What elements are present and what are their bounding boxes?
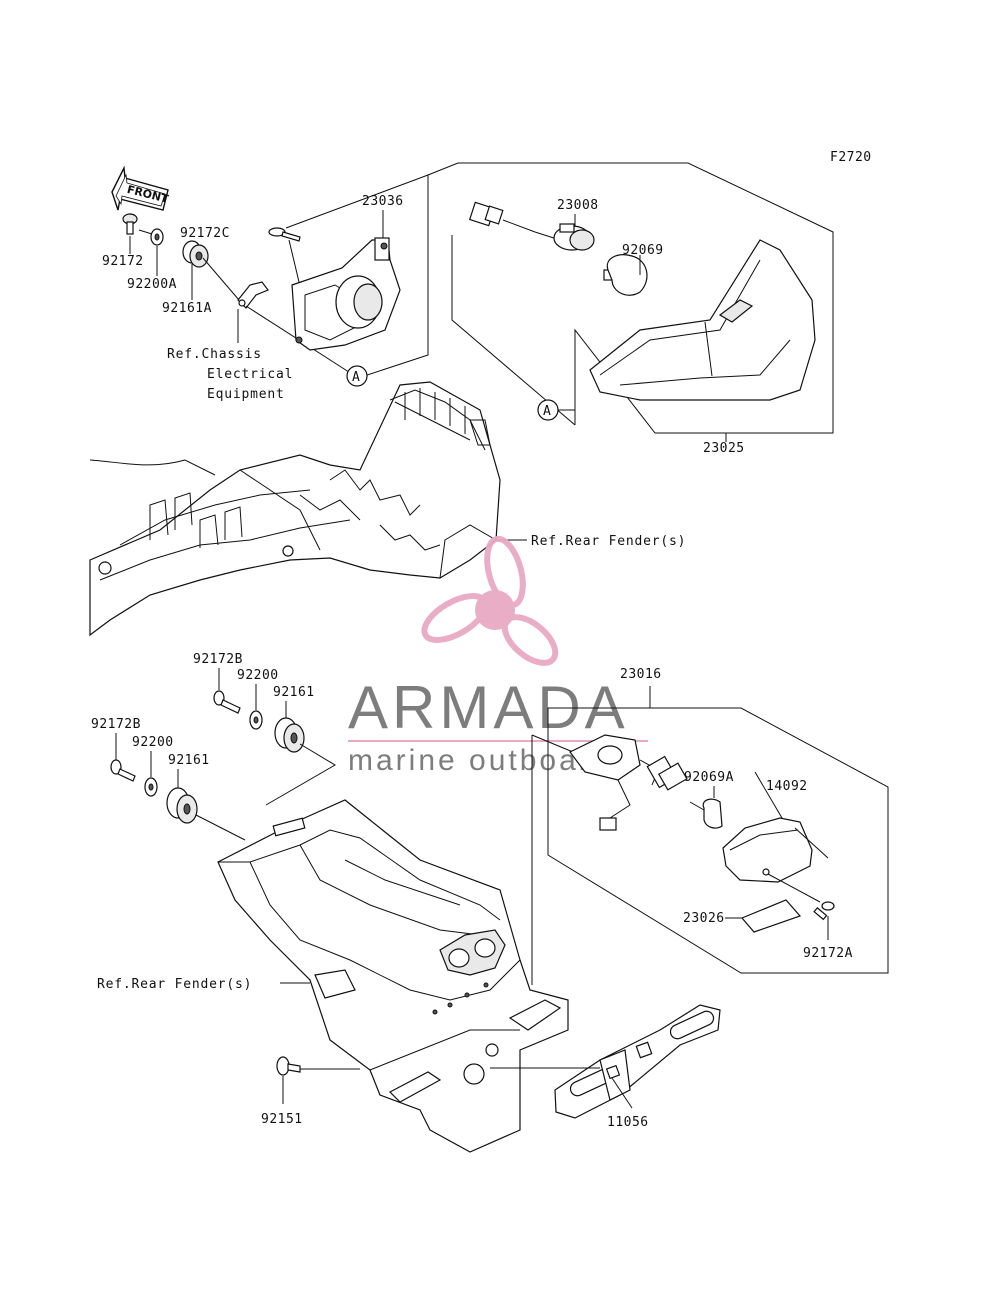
part-92151: 92151	[261, 1112, 303, 1127]
grommet-92161-upper	[274, 717, 305, 753]
part-92069: 92069	[622, 243, 664, 258]
part-23026: 23026	[683, 911, 725, 926]
callout-a-right: A	[537, 399, 559, 421]
part-92172: 92172	[102, 254, 144, 269]
armada-logo-icon	[421, 535, 559, 666]
screw-92172	[122, 213, 138, 235]
svg-text:A: A	[543, 404, 551, 419]
part-23016: 23016	[620, 667, 662, 682]
ref-chassis-line1: Ref.Chassis	[167, 347, 262, 362]
bulb-92069	[603, 254, 648, 296]
ref-chassis-line3: Equipment	[207, 387, 285, 402]
part-92200-upper: 92200	[237, 668, 279, 683]
washer-92200-lower	[144, 777, 158, 797]
bulb-92069A	[689, 798, 723, 829]
part-92172C: 92172C	[180, 226, 230, 241]
rear-fender-frame	[89, 381, 501, 637]
taillight-lens-23025	[589, 239, 816, 401]
ref-rear-fender-bottom: Ref.Rear Fender(s)	[97, 977, 252, 992]
part-23036: 23036	[362, 194, 404, 209]
part-92200-lower: 92200	[132, 735, 174, 750]
part-92172A: 92172A	[803, 946, 853, 961]
license-bracket-11056	[554, 1004, 721, 1119]
part-92172B-lower: 92172B	[91, 717, 141, 732]
grommet-92161A	[182, 240, 209, 268]
part-14092: 14092	[766, 779, 808, 794]
part-92161-upper: 92161	[273, 685, 315, 700]
bracket-clip	[237, 281, 269, 309]
part-92161-lower: 92161	[168, 753, 210, 768]
svg-text:A: A	[352, 370, 360, 385]
washer-92200A	[150, 228, 164, 246]
part-23025: 23025	[703, 441, 745, 456]
bracket-23036	[291, 237, 401, 351]
ref-rear-fender-top: Ref.Rear Fender(s)	[531, 534, 686, 549]
part-23008: 23008	[557, 198, 599, 213]
grommet-92161-lower	[166, 787, 198, 824]
license-light-housing	[569, 734, 688, 831]
washer-92200-upper	[249, 710, 263, 730]
screw-92172A	[813, 901, 835, 921]
front-arrow-icon: FRONT	[111, 165, 170, 211]
part-92200A: 92200A	[127, 277, 177, 292]
callout-a-top: A	[346, 365, 368, 387]
part-92172B-upper: 92172B	[193, 652, 243, 667]
part-92069A: 92069A	[684, 770, 734, 785]
reflector-23026	[741, 899, 802, 933]
part-11056: 11056	[607, 1115, 649, 1130]
screw-92172B-lower	[110, 759, 136, 782]
screw-92151	[276, 1056, 301, 1076]
socket-23008	[468, 201, 595, 251]
ref-chassis-line2: Electrical	[207, 367, 293, 382]
screw-92172C	[268, 227, 301, 242]
part-92161A: 92161A	[162, 301, 212, 316]
screw-92172B-upper	[213, 690, 241, 714]
figure-code: F2720	[830, 150, 872, 165]
license-fender	[217, 799, 569, 1153]
lens-14092	[722, 817, 813, 883]
